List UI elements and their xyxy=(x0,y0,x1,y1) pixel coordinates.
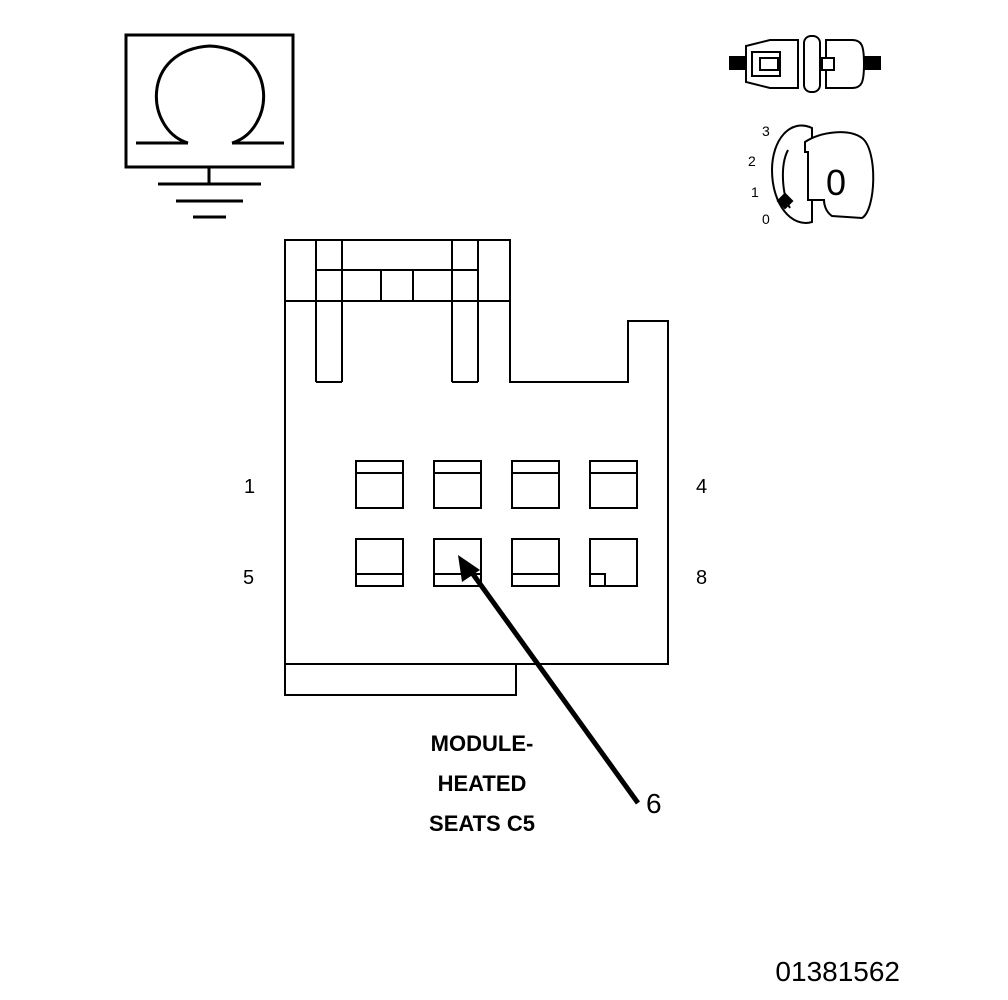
cavity-3 xyxy=(511,460,560,509)
cavity-row-top xyxy=(355,460,638,509)
callout-line-1: MODULE- xyxy=(431,731,534,756)
callout-line-3: SEATS C5 xyxy=(429,811,535,836)
connector-plug-icon xyxy=(729,35,881,93)
cavity-8 xyxy=(589,538,638,587)
ohmmeter-icon xyxy=(124,33,295,169)
key-position-1: 1 xyxy=(751,184,759,200)
pin-label-5: 5 xyxy=(243,567,254,589)
figure-id: 01381562 xyxy=(775,956,900,987)
callout-arrow xyxy=(458,555,641,805)
key-glyph: 0 xyxy=(826,162,846,203)
key-position-3: 3 xyxy=(762,123,770,139)
cavity-2 xyxy=(433,460,482,509)
ignition-key-icon: 3 2 1 0 0 xyxy=(748,123,875,227)
key-position-2: 2 xyxy=(748,153,756,169)
cavity-4 xyxy=(589,460,638,509)
ground-icon xyxy=(158,167,261,219)
cavity-7 xyxy=(511,538,560,587)
cavity-5 xyxy=(355,538,404,587)
pin-label-1: 1 xyxy=(244,476,255,498)
key-position-0: 0 xyxy=(762,211,770,227)
callout-line-2: HEATED xyxy=(438,771,527,796)
cavity-1 xyxy=(355,460,404,509)
pin-label-4: 4 xyxy=(696,476,707,498)
callout-pin-number: 6 xyxy=(646,788,662,819)
pin-label-8: 8 xyxy=(696,567,707,589)
cavity-row-bottom xyxy=(355,538,638,587)
